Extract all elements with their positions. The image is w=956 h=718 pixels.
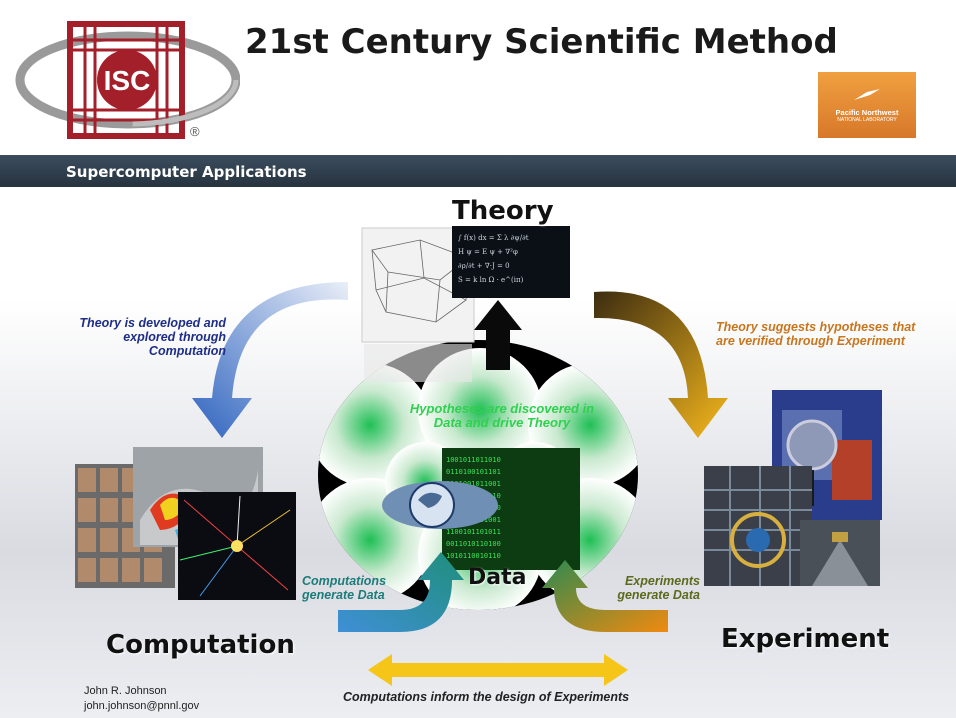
- subtitle-bar: [0, 155, 956, 187]
- svg-text:H ψ = E ψ + ∇²φ: H ψ = E ψ + ∇²φ: [458, 248, 518, 256]
- theory-label: Theory: [452, 196, 554, 226]
- annotation-theory-to-experiment: Theory suggests hypotheses that are veri…: [716, 320, 916, 348]
- data-label: Data: [468, 565, 527, 590]
- pnnl-logo-name: Pacific Northwest: [835, 108, 899, 117]
- annotation-theory-to-computation: Theory is developed and explored through…: [79, 316, 226, 358]
- annotation-experiment-to-data: Experiments generate Data: [617, 574, 700, 602]
- isc-logo: ISC ®: [15, 21, 240, 139]
- annotation-data-to-theory: Hypotheses are discovered in Data and dr…: [409, 401, 595, 430]
- pnnl-bird-icon: [854, 89, 880, 100]
- subtitle: Supercomputer Applications: [66, 163, 307, 181]
- registered-mark: ®: [190, 124, 200, 139]
- page-title: 21st Century Scientific Method: [245, 22, 838, 62]
- pnnl-logo: Pacific Northwest NATIONAL LABORATORY: [818, 72, 916, 138]
- svg-text:0110100101101: 0110100101101: [446, 468, 501, 476]
- pnnl-logo-lab: NATIONAL LABORATORY: [837, 117, 897, 123]
- experiment-label: Experiment: [721, 624, 890, 654]
- theory-to-experiment-arrow: [594, 291, 728, 438]
- experiment-accelerator-image: [704, 466, 812, 586]
- theory-to-computation-arrow: [192, 282, 348, 438]
- isc-logo-text: ISC: [104, 65, 151, 96]
- svg-text:1001011011010: 1001011011010: [446, 456, 501, 464]
- svg-text:1100101101011: 1100101101011: [446, 528, 501, 536]
- svg-text:S = k ln Ω · e^(iπ): S = k ln Ω · e^(iπ): [458, 276, 524, 284]
- svg-text:∫ f(x) dx = Σ λ ∂ψ/∂t: ∫ f(x) dx = Σ λ ∂ψ/∂t: [458, 234, 529, 242]
- data-to-theory-arrow: [474, 300, 522, 370]
- experiment-to-data-arrow: [542, 560, 668, 632]
- svg-text:0011010110100: 0011010110100: [446, 540, 501, 548]
- computation-label: Computation: [106, 630, 295, 660]
- annotation-computation-experiment: Computations inform the design of Experi…: [343, 690, 630, 704]
- annotation-computation-to-data: Computations generate Data: [302, 574, 387, 602]
- computation-to-data-arrow: [338, 552, 464, 632]
- svg-text:∂ρ/∂t + ∇·J = 0: ∂ρ/∂t + ∇·J = 0: [458, 262, 510, 270]
- author-email: john.johnson@pnnl.gov: [84, 700, 200, 712]
- svg-text:1101001011001: 1101001011001: [446, 480, 501, 488]
- theory-equations-image: [452, 226, 570, 298]
- author-block: John R. Johnson john.johnson@pnnl.gov: [84, 684, 199, 714]
- experiment-tunnel-image: [800, 520, 880, 586]
- svg-text:1010110010110: 1010110010110: [446, 552, 501, 560]
- author-name: John R. Johnson: [84, 685, 167, 697]
- computation-particle-collision-image: [178, 492, 296, 600]
- computation-experiment-double-arrow: [368, 654, 628, 686]
